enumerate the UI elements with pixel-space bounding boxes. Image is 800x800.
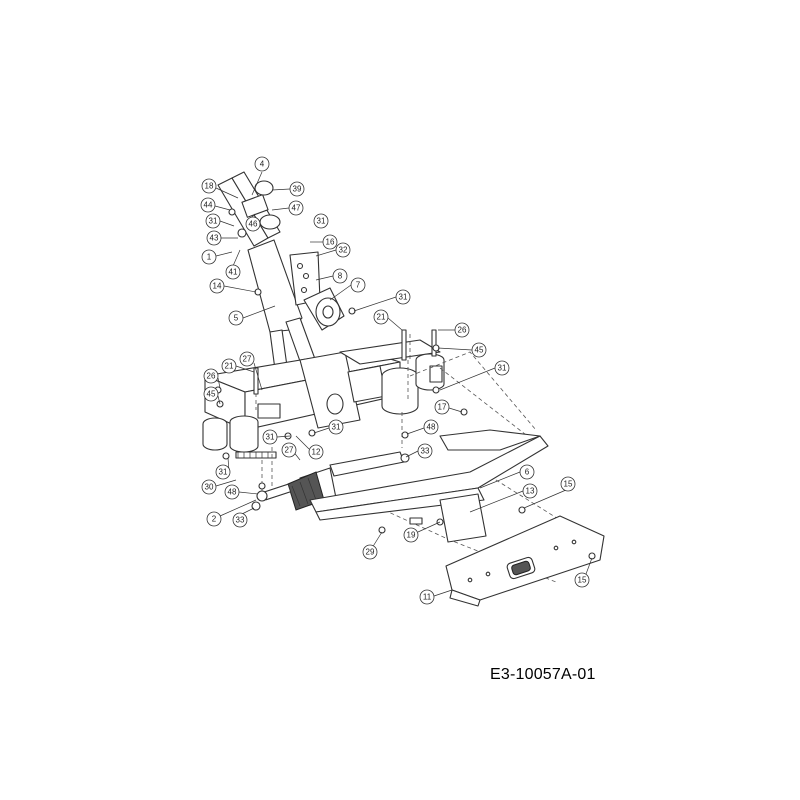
svg-text:19: 19 bbox=[407, 531, 416, 540]
svg-text:45: 45 bbox=[207, 390, 216, 399]
svg-text:31: 31 bbox=[332, 423, 341, 432]
callout: 12 bbox=[295, 435, 324, 460]
svg-text:29: 29 bbox=[366, 548, 375, 557]
callout: 17 bbox=[434, 399, 463, 415]
callout: 5 bbox=[228, 305, 276, 326]
svg-text:30: 30 bbox=[205, 483, 214, 492]
callout: 31 bbox=[313, 419, 344, 435]
callout: 44 bbox=[200, 197, 231, 213]
svg-text:31: 31 bbox=[317, 217, 326, 226]
callout: 41 bbox=[225, 249, 241, 280]
svg-text:16: 16 bbox=[326, 238, 335, 247]
callout: 31 bbox=[313, 213, 329, 229]
callout: 18 bbox=[201, 178, 239, 199]
svg-text:31: 31 bbox=[399, 293, 408, 302]
svg-text:46: 46 bbox=[249, 220, 258, 229]
callout: 31 bbox=[439, 360, 510, 391]
callout: 1 bbox=[201, 249, 233, 265]
callout: 27 bbox=[281, 442, 301, 461]
svg-text:32: 32 bbox=[339, 246, 348, 255]
callout: 31 bbox=[262, 429, 291, 445]
steering-rack bbox=[251, 451, 410, 511]
callout: 31 bbox=[205, 213, 235, 229]
svg-text:15: 15 bbox=[578, 576, 587, 585]
svg-text:7: 7 bbox=[356, 281, 361, 290]
svg-text:33: 33 bbox=[421, 447, 430, 456]
callout: 45 bbox=[437, 342, 487, 358]
callout: 6 bbox=[479, 464, 535, 489]
front-axle-beam bbox=[309, 429, 549, 543]
svg-text:4: 4 bbox=[260, 160, 265, 169]
svg-text:31: 31 bbox=[266, 433, 275, 442]
callout: 4 bbox=[251, 156, 270, 196]
callout: 19 bbox=[403, 521, 441, 543]
callout: 33 bbox=[232, 507, 255, 528]
callout: 21 bbox=[373, 309, 403, 331]
svg-text:15: 15 bbox=[564, 480, 573, 489]
svg-text:26: 26 bbox=[458, 326, 467, 335]
svg-text:8: 8 bbox=[338, 272, 343, 281]
callout: 47 bbox=[271, 200, 304, 216]
callout: 48 bbox=[406, 419, 439, 435]
callout: 31 bbox=[353, 289, 411, 312]
svg-text:14: 14 bbox=[213, 282, 222, 291]
callout: 13 bbox=[469, 483, 538, 513]
svg-text:5: 5 bbox=[234, 314, 239, 323]
callout: 15 bbox=[574, 557, 593, 588]
svg-text:13: 13 bbox=[526, 487, 535, 496]
callout: 8 bbox=[315, 268, 348, 284]
callout: 48 bbox=[224, 484, 259, 500]
svg-text:1: 1 bbox=[207, 253, 212, 262]
left-mount bbox=[202, 403, 281, 459]
callout: 46 bbox=[245, 213, 261, 232]
callout: 26 bbox=[438, 322, 470, 338]
svg-text:27: 27 bbox=[243, 355, 252, 364]
callout: 11 bbox=[419, 589, 453, 605]
callout: 15 bbox=[523, 476, 576, 509]
svg-text:41: 41 bbox=[229, 268, 238, 277]
svg-text:31: 31 bbox=[209, 217, 218, 226]
svg-text:31: 31 bbox=[219, 468, 228, 477]
svg-text:21: 21 bbox=[225, 362, 234, 371]
svg-text:45: 45 bbox=[475, 346, 484, 355]
svg-text:33: 33 bbox=[236, 516, 245, 525]
svg-text:6: 6 bbox=[525, 468, 530, 477]
callout: 16 bbox=[310, 234, 338, 250]
callout: 29 bbox=[362, 531, 383, 560]
callout: 33 bbox=[405, 443, 433, 459]
drawing-code: E3-10057A-01 bbox=[490, 666, 596, 683]
svg-text:47: 47 bbox=[292, 204, 301, 213]
callout: 45 bbox=[203, 386, 221, 405]
svg-text:26: 26 bbox=[207, 372, 216, 381]
front-plate bbox=[445, 515, 605, 607]
callout: 31 bbox=[215, 457, 231, 480]
callout: 21 bbox=[221, 358, 255, 374]
callouts: 4 18 39 44 46 47 31 31 43 16 32 1 41 8 1… bbox=[200, 156, 593, 605]
svg-text:17: 17 bbox=[438, 403, 447, 412]
svg-text:39: 39 bbox=[293, 185, 302, 194]
callout: 14 bbox=[209, 278, 257, 294]
svg-text:2: 2 bbox=[212, 515, 217, 524]
callout: 43 bbox=[206, 230, 238, 246]
callout: 39 bbox=[271, 181, 305, 197]
svg-text:18: 18 bbox=[205, 182, 214, 191]
svg-text:44: 44 bbox=[204, 201, 213, 210]
svg-text:31: 31 bbox=[498, 364, 507, 373]
right-mount bbox=[381, 353, 445, 415]
fasteners bbox=[214, 208, 596, 560]
callout: 7 bbox=[329, 277, 366, 301]
svg-text:48: 48 bbox=[427, 423, 436, 432]
svg-text:21: 21 bbox=[377, 313, 386, 322]
callout: 30 bbox=[201, 479, 237, 495]
svg-text:11: 11 bbox=[423, 593, 432, 602]
svg-text:48: 48 bbox=[228, 488, 237, 497]
callout: 2 bbox=[206, 499, 257, 527]
callout: 26 bbox=[203, 368, 221, 389]
svg-text:43: 43 bbox=[210, 234, 219, 243]
svg-text:12: 12 bbox=[312, 448, 321, 457]
callout: 27 bbox=[239, 351, 263, 391]
svg-text:27: 27 bbox=[285, 446, 294, 455]
callout: 32 bbox=[315, 242, 351, 258]
